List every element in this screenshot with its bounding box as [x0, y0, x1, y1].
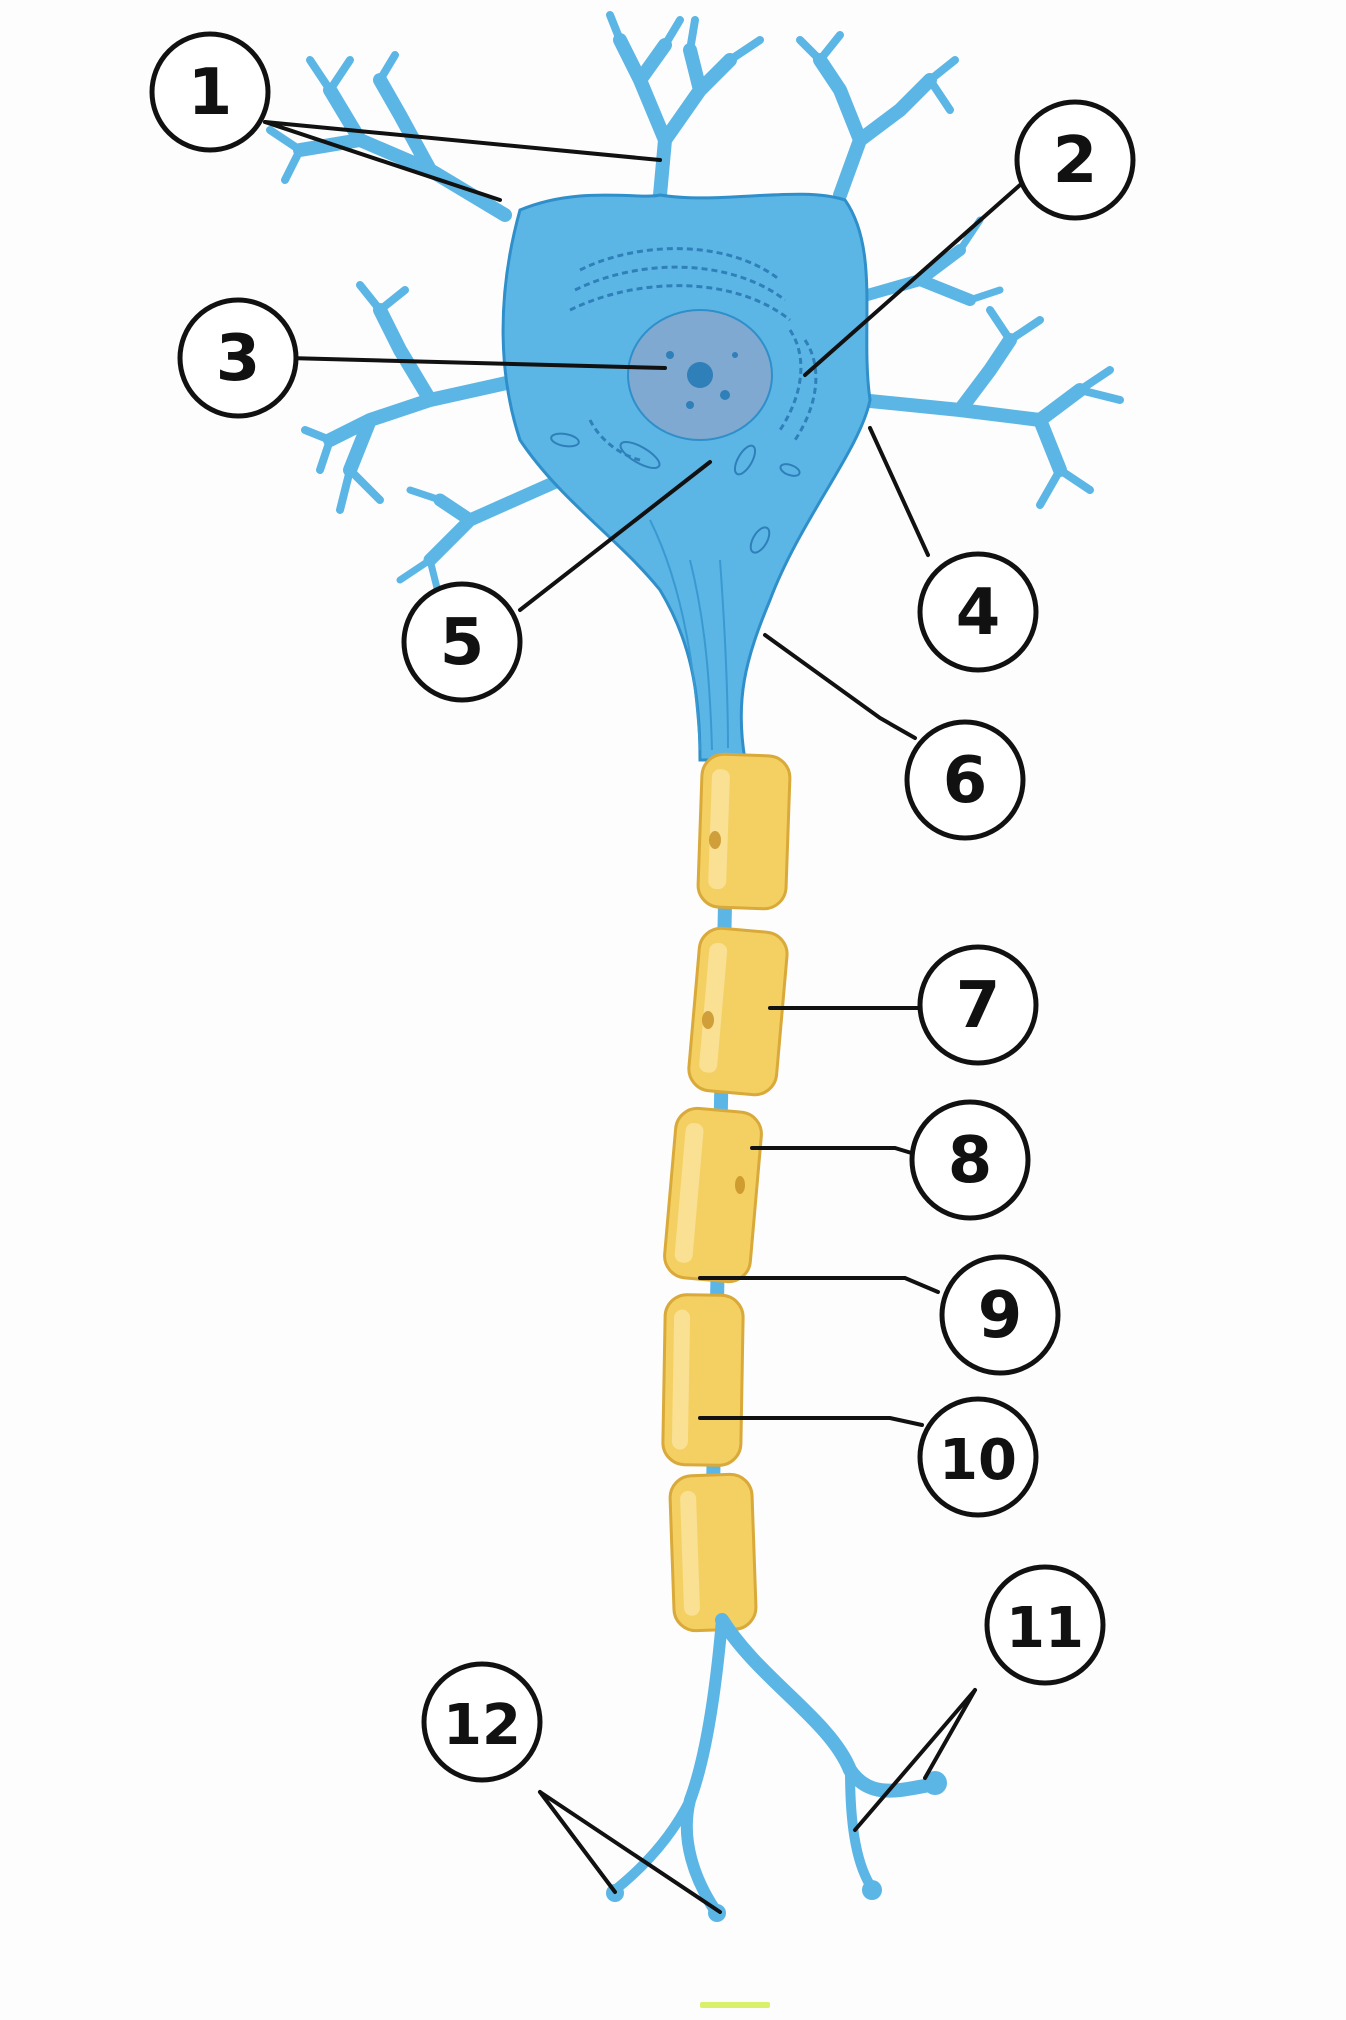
dendrite-right — [853, 333, 1087, 477]
label-circle — [904, 719, 1026, 841]
label-12: 12 — [421, 1661, 543, 1783]
label-circle — [177, 297, 299, 419]
leader-1b — [263, 120, 502, 202]
label-circle — [421, 1661, 543, 1783]
label-number: 2 — [1053, 124, 1098, 198]
label-circle — [401, 581, 523, 703]
label-number: 3 — [216, 322, 261, 396]
dendrite-left-fine — [301, 281, 409, 514]
leader-11b — [853, 1688, 977, 1832]
mitochondria — [550, 432, 801, 554]
label-number: 11 — [1006, 1596, 1084, 1661]
label-number: 1 — [188, 56, 233, 130]
dendrite-top-center — [613, 33, 737, 202]
chromatin — [666, 351, 738, 409]
leader-6 — [763, 633, 917, 740]
label-number: 4 — [956, 576, 1001, 650]
cell-body — [501, 192, 872, 762]
label-circle — [149, 31, 271, 153]
synaptic-knob — [862, 1880, 882, 1900]
leader-12a — [538, 1790, 617, 1894]
label-number: 7 — [956, 969, 1001, 1043]
label-number: 12 — [443, 1693, 521, 1758]
label-number: 5 — [440, 606, 485, 680]
label-number: 10 — [939, 1428, 1017, 1493]
terminal-branch-right — [715, 1613, 937, 1798]
axon-hillock-texture — [649, 519, 729, 751]
label-number: 8 — [948, 1124, 993, 1198]
myelin-segment-2 — [687, 926, 789, 1097]
label-5: 5 — [401, 581, 523, 703]
axon-terminals — [610, 1613, 937, 1916]
dendrite-right-upper — [844, 244, 976, 306]
label-circle — [917, 551, 1039, 673]
leader-1a — [263, 120, 662, 162]
label-4: 4 — [917, 551, 1039, 673]
leader-10 — [698, 1416, 924, 1427]
dendrite-top-center-fine — [606, 11, 764, 64]
dendrite-top-left — [293, 73, 512, 222]
dendrite-top-left-fine — [266, 51, 399, 184]
leader-3 — [286, 356, 667, 370]
label-10: 10 — [917, 1396, 1039, 1518]
dendrite-top-right-fine — [796, 31, 959, 114]
terminal-branch-left — [680, 1614, 728, 1916]
terminal-branch-right-lower — [845, 1765, 875, 1890]
label-7: 7 — [917, 944, 1039, 1066]
label-number: 9 — [978, 1279, 1023, 1353]
dendrite-left — [323, 303, 527, 477]
dendrites — [266, 11, 1124, 604]
dendrite-right-fine — [986, 306, 1124, 509]
label-circle — [917, 944, 1039, 1066]
green-marker — [700, 2002, 770, 2008]
label-1: 1 — [149, 31, 271, 153]
leader-2 — [803, 183, 1022, 377]
dendrite-top-right — [813, 53, 937, 202]
label-circle — [917, 1396, 1039, 1518]
myelin-highlights — [671, 769, 730, 1616]
label-circle — [1014, 99, 1136, 221]
label-8: 8 — [909, 1099, 1031, 1221]
leader-5 — [518, 460, 712, 612]
dendrite-lower-left — [423, 473, 567, 567]
leader-11a — [923, 1688, 977, 1780]
label-2: 2 — [1014, 99, 1136, 221]
dendrite-lower-left-fine — [396, 486, 444, 604]
leader-4 — [868, 426, 930, 557]
label-3: 3 — [177, 297, 299, 419]
organelles — [569, 247, 818, 462]
label-circle — [984, 1564, 1106, 1686]
leader-12b — [538, 1790, 722, 1914]
leader-9 — [698, 1276, 940, 1294]
label-circle — [939, 1254, 1061, 1376]
terminal-branch-left-outer — [610, 1795, 695, 1895]
schwann-cell-nuclei — [702, 831, 745, 1194]
label-6: 6 — [904, 719, 1026, 841]
leader-8 — [750, 1146, 920, 1157]
label-circle — [909, 1099, 1031, 1221]
label-number: 6 — [943, 744, 988, 818]
label-11: 11 — [984, 1564, 1106, 1686]
label-9: 9 — [939, 1254, 1061, 1376]
synaptic-knob — [923, 1771, 947, 1795]
